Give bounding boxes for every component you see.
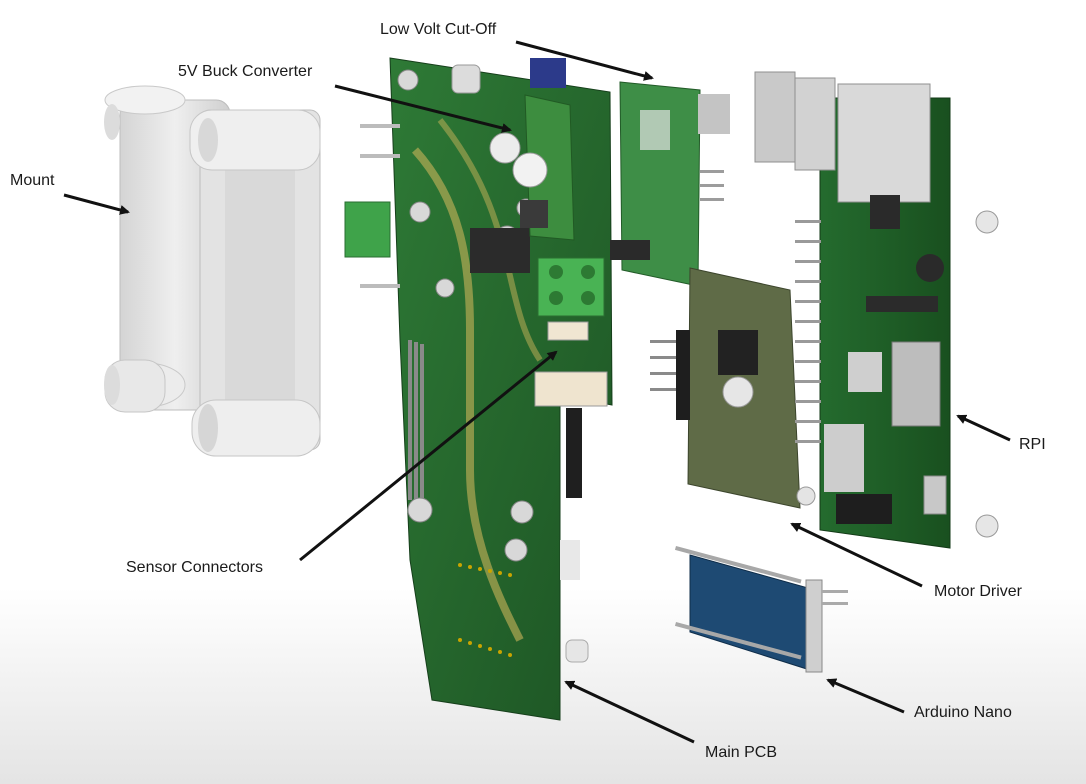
sensor-connector-row	[534, 371, 608, 407]
callout-arrows	[63, 40, 1011, 744]
arrow-buck-converter	[334, 84, 512, 133]
arduino-nano-board	[674, 545, 848, 673]
arrow-low-volt-cutoff	[515, 40, 654, 81]
low-volt-cutoff-board	[610, 81, 730, 287]
buck-converter-board	[489, 94, 575, 241]
arrow-motor-driver	[790, 522, 923, 588]
rpi-label: RPI	[1019, 436, 1046, 453]
arrow-mount	[63, 193, 130, 215]
sensor-connector	[547, 321, 589, 341]
buck-converter-label: 5V Buck Converter	[178, 63, 313, 80]
mount-label: Mount	[10, 172, 55, 189]
arrow-rpi	[956, 414, 1011, 442]
motor-driver-board	[650, 267, 816, 509]
low-volt-cutoff-label: Low Volt Cut-Off	[380, 21, 497, 38]
main-pcb-label: Main PCB	[705, 744, 778, 761]
motor-terminal-block	[537, 257, 605, 317]
power-terminal-block	[344, 201, 391, 258]
arduino-nano-label: Arduino Nano	[914, 704, 1012, 721]
arrow-arduino-nano	[826, 678, 905, 714]
arrow-sensor-connectors	[299, 350, 558, 562]
rpi-board	[754, 71, 999, 549]
mount-part	[104, 85, 321, 457]
arrow-main-pcb	[564, 680, 695, 744]
motor-driver-label: Motor Driver	[934, 583, 1023, 600]
sensor-connectors-label: Sensor Connectors	[126, 559, 263, 576]
